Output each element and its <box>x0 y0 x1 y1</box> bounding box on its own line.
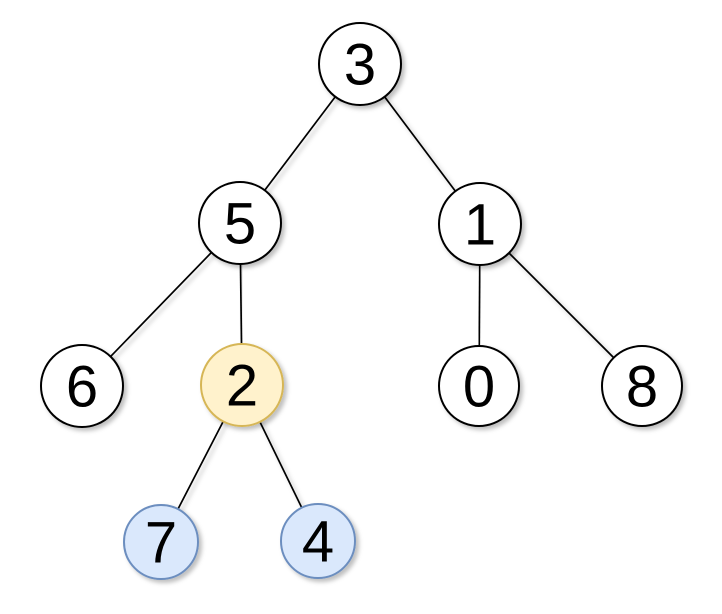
tree-node-circle-0 <box>438 345 520 427</box>
tree-node-circle-5 <box>198 181 282 265</box>
tree-node-5: 5 <box>198 181 282 265</box>
tree-node-0: 0 <box>438 345 520 427</box>
tree-node-4: 4 <box>280 503 356 579</box>
tree-node-label-8: 8 <box>626 355 658 420</box>
tree-node-circle-1 <box>438 182 522 266</box>
tree-node-label-6: 6 <box>66 355 98 420</box>
tree-node-label-1: 1 <box>464 193 496 258</box>
tree-node-circle-4 <box>280 503 356 579</box>
tree-node-label-2: 2 <box>226 354 258 419</box>
tree-node-8: 8 <box>601 345 683 427</box>
tree-node-2: 2 <box>200 343 284 427</box>
tree-node-label-4: 4 <box>302 510 334 575</box>
tree-node-label-7: 7 <box>145 511 177 576</box>
tree-node-label-5: 5 <box>224 192 256 257</box>
tree-node-circle-6 <box>40 344 124 428</box>
tree-node-label-3: 3 <box>344 33 376 98</box>
tree-node-circle-2 <box>200 343 284 427</box>
tree-node-7: 7 <box>123 504 199 580</box>
tree-node-label-0: 0 <box>463 355 495 420</box>
tree-node-circle-7 <box>123 504 199 580</box>
nodes-layer: 3 5 1 6 2 0 8 7 4 <box>40 22 683 580</box>
tree-node-circle-8 <box>601 345 683 427</box>
tree-node-circle-3 <box>318 22 402 106</box>
tree-node-6: 6 <box>40 344 124 428</box>
tree-node-3: 3 <box>318 22 402 106</box>
edges-layer <box>81 63 643 543</box>
tree-node-1: 1 <box>438 182 522 266</box>
